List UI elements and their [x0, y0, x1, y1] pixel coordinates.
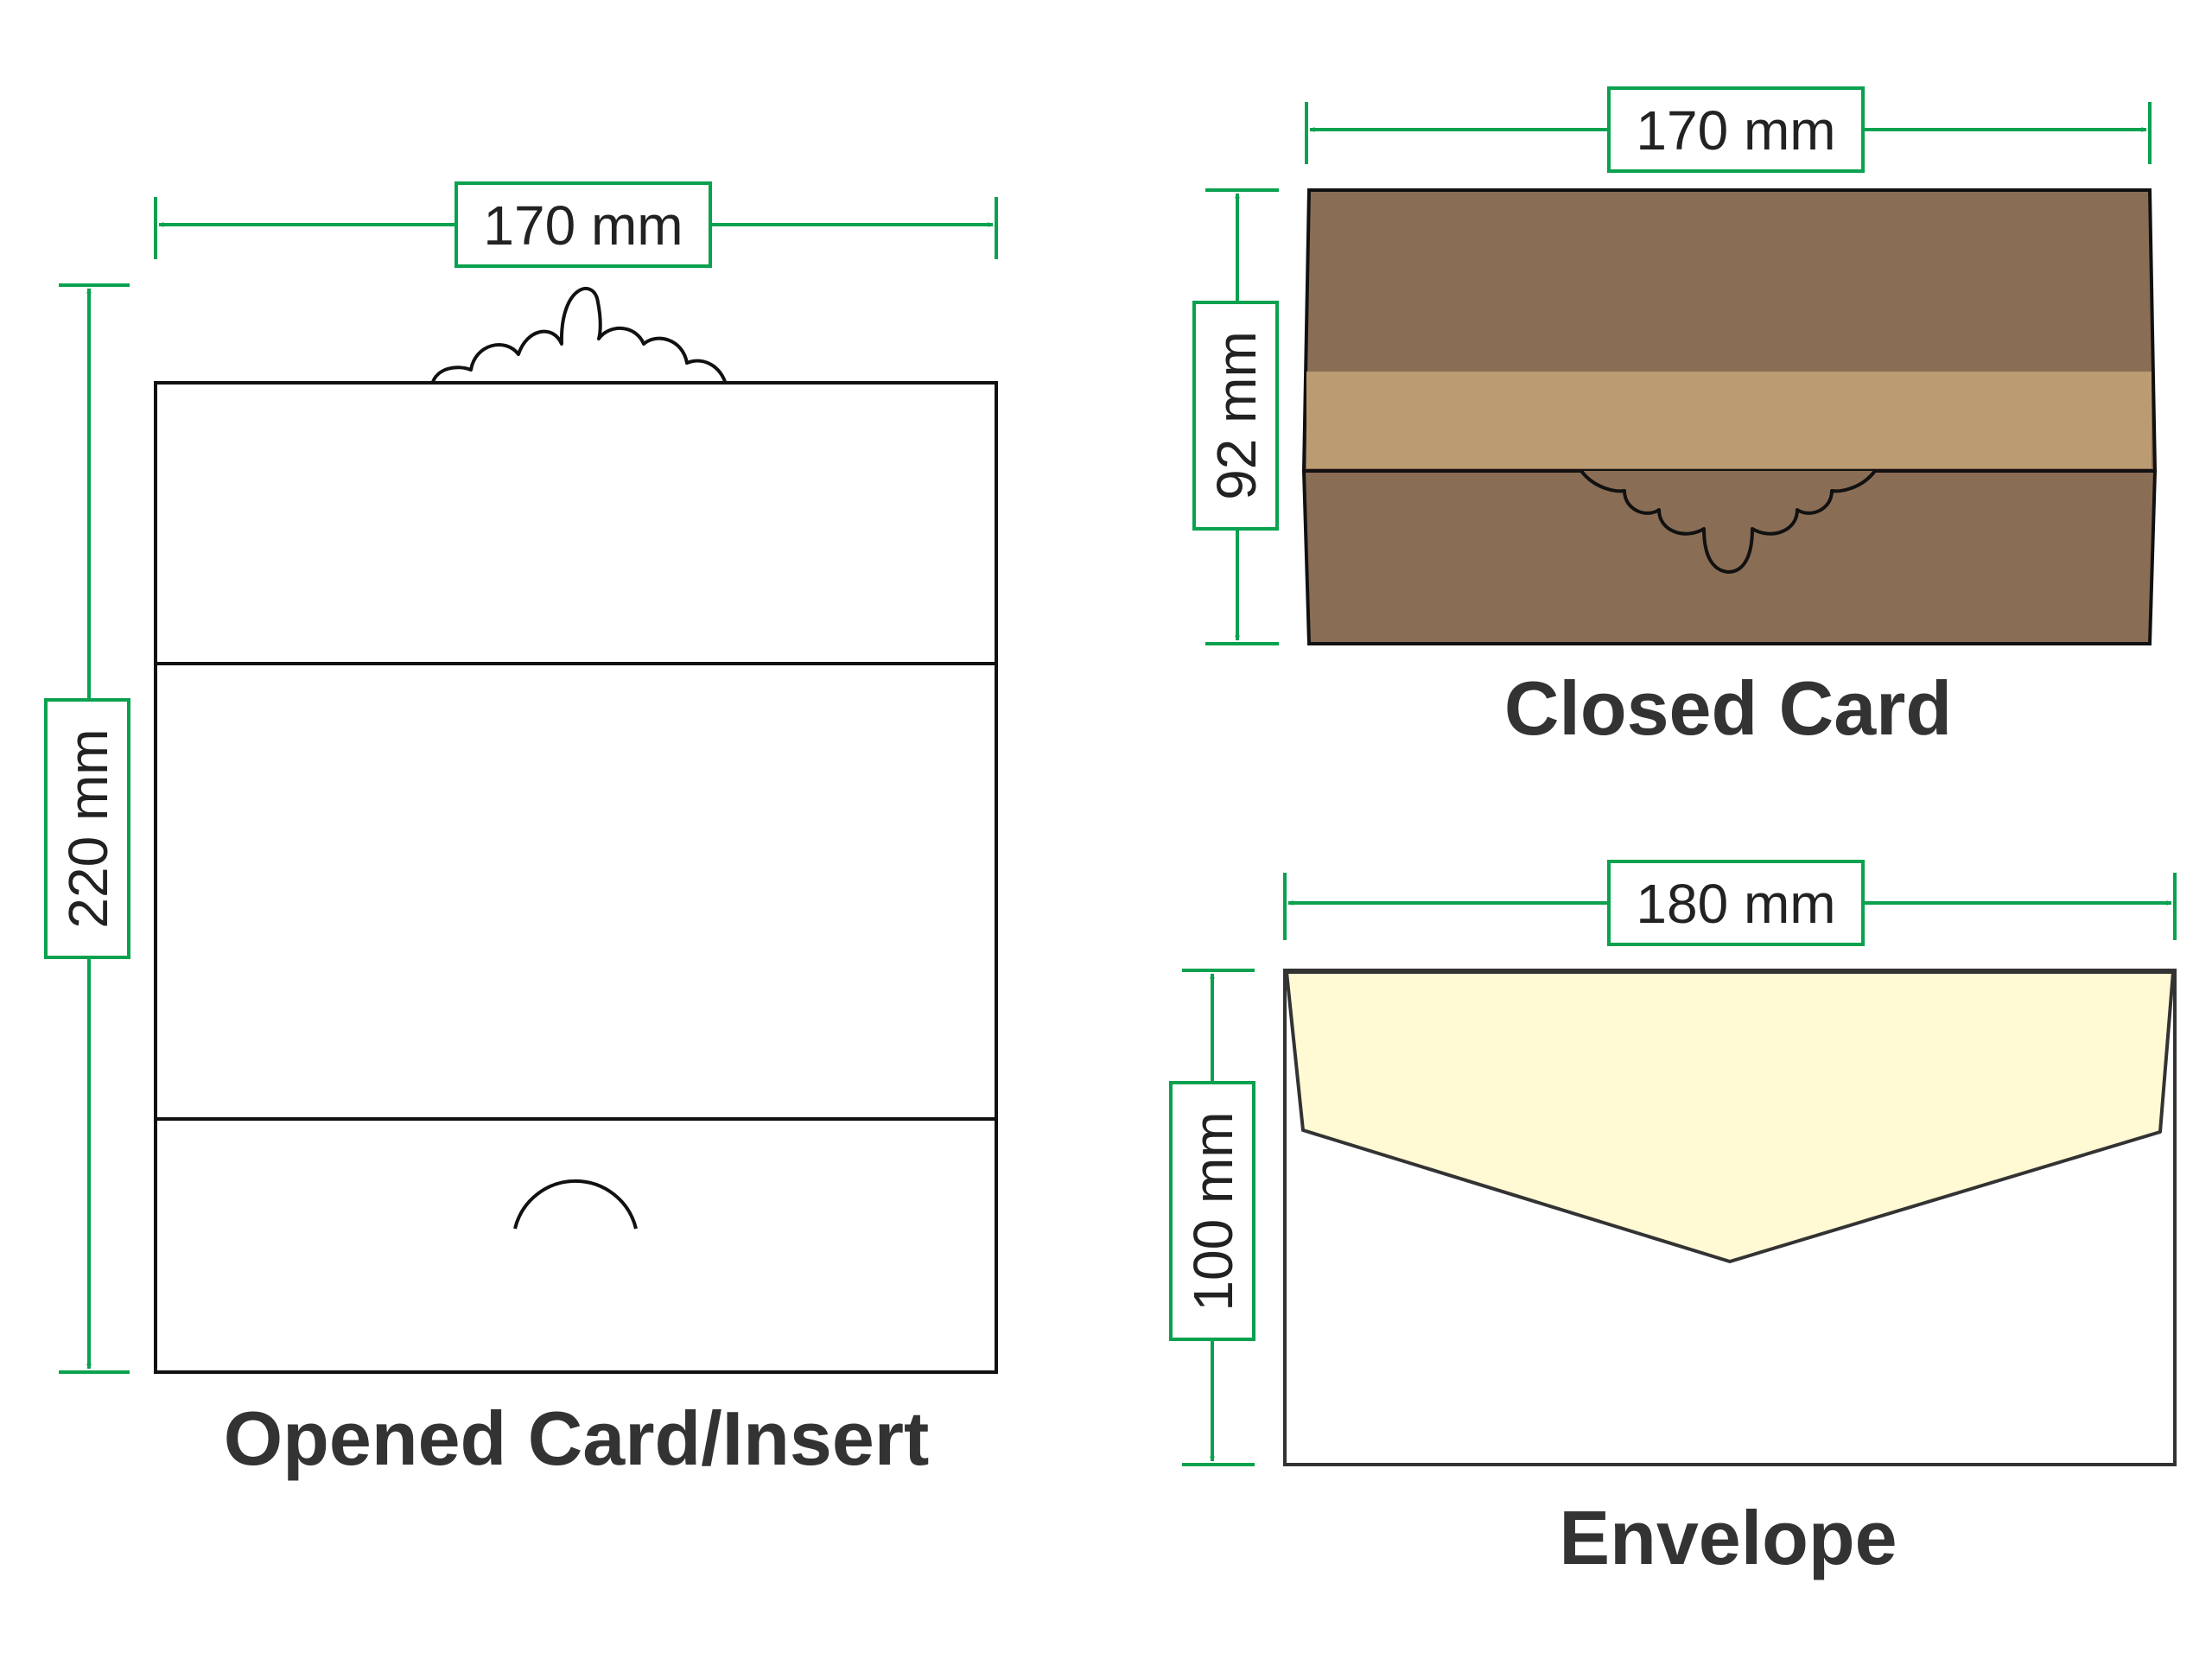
opened-card-outline — [154, 381, 998, 1374]
envelope-caption: Envelope — [1559, 1495, 1897, 1580]
envelope-figure — [1283, 969, 2177, 1466]
closed-card-caption: Closed Card — [1504, 665, 1952, 751]
closed-card-width-dimension: 170 mm — [1305, 86, 2152, 173]
opened-card-height-dimension: 220 mm — [44, 283, 130, 1374]
opened-card-caption: Opened Card/Insert — [224, 1395, 930, 1481]
opened-card-width-label: 170 mm — [483, 194, 683, 257]
envelope-height-dimension: 100 mm — [1169, 969, 1255, 1466]
opened-card-width-dimension: 170 mm — [154, 181, 998, 268]
envelope-height-label: 100 mm — [1182, 1111, 1244, 1311]
envelope-width-dimension: 180 mm — [1283, 860, 2177, 946]
closed-card-width-label: 170 mm — [1636, 99, 1835, 162]
opened-card-top-tab — [430, 287, 728, 385]
envelope-width-label: 180 mm — [1636, 873, 1835, 935]
closed-card-height-dimension: 92 mm — [1192, 188, 1279, 645]
envelope-flap — [1285, 970, 2175, 1263]
opened-card-height-label: 220 mm — [57, 728, 119, 928]
closed-card-band — [1306, 372, 2152, 468]
opened-card-figure — [154, 287, 998, 1374]
closed-card-height-label: 92 mm — [1205, 331, 1268, 500]
closed-card-tab — [1580, 469, 1877, 574]
opened-card-slit — [513, 1179, 638, 1230]
closed-card-figure — [1301, 188, 2158, 645]
